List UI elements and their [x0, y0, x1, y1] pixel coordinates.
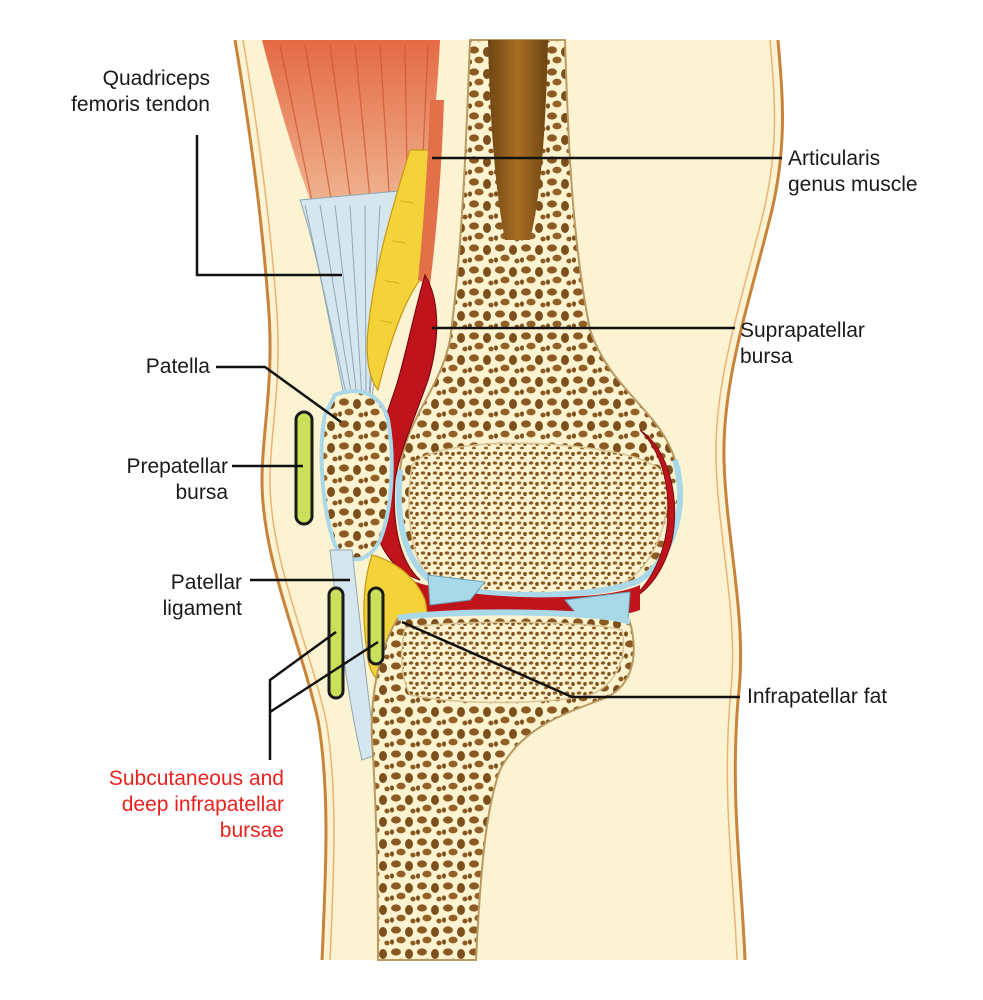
leader-infrapatellar-fat: [401, 620, 740, 699]
label-patellar-ligament: Patellar ligament: [162, 571, 242, 620]
leader-quadriceps-tendon: [195, 135, 342, 277]
deep-infrapatellar-bursa-shape: [367, 586, 385, 666]
label-quadriceps-femoris-tendon: Quadriceps femoris tendon: [71, 67, 210, 116]
tibial-cartilage: [397, 609, 632, 625]
leader-lines: [195, 135, 782, 760]
skin-edge-right: [722, 39, 784, 961]
leader-subcutaneous-bursa: [268, 630, 337, 760]
femur-epiphysis: [408, 442, 669, 597]
label-patella: Patella: [145, 355, 210, 378]
leader-deep-bursa: [269, 640, 379, 714]
skin-edge-left: [233, 39, 328, 961]
skin-edge-right-inner: [715, 39, 776, 961]
femur-marrow-cavity: [488, 40, 548, 240]
patella-bone: [319, 389, 394, 562]
articularis-genus: [418, 100, 444, 285]
label-infrapatellar-fat: Infrapatellar fat: [747, 685, 888, 708]
leader-patella: [216, 365, 342, 424]
label-infrapatellar-bursae: Subcutaneous and deep infrapatellar burs…: [108, 767, 284, 842]
label-articularis-genus-muscle: Articularis genus muscle: [788, 147, 918, 196]
prepatellar-bursa-shape: [294, 410, 314, 526]
skin-edge-left-inner: [242, 39, 335, 961]
fat-lobules: [379, 199, 415, 325]
label-suprapatellar-bursa: Suprapatellar bursa: [740, 319, 865, 368]
label-prepatellar-bursa: Prepatellar bursa: [126, 455, 228, 504]
meniscus-anterior: [427, 574, 486, 606]
subcutaneous-infrapatellar-bursa-shape: [327, 586, 345, 700]
tibia-epiphysis: [400, 621, 625, 704]
